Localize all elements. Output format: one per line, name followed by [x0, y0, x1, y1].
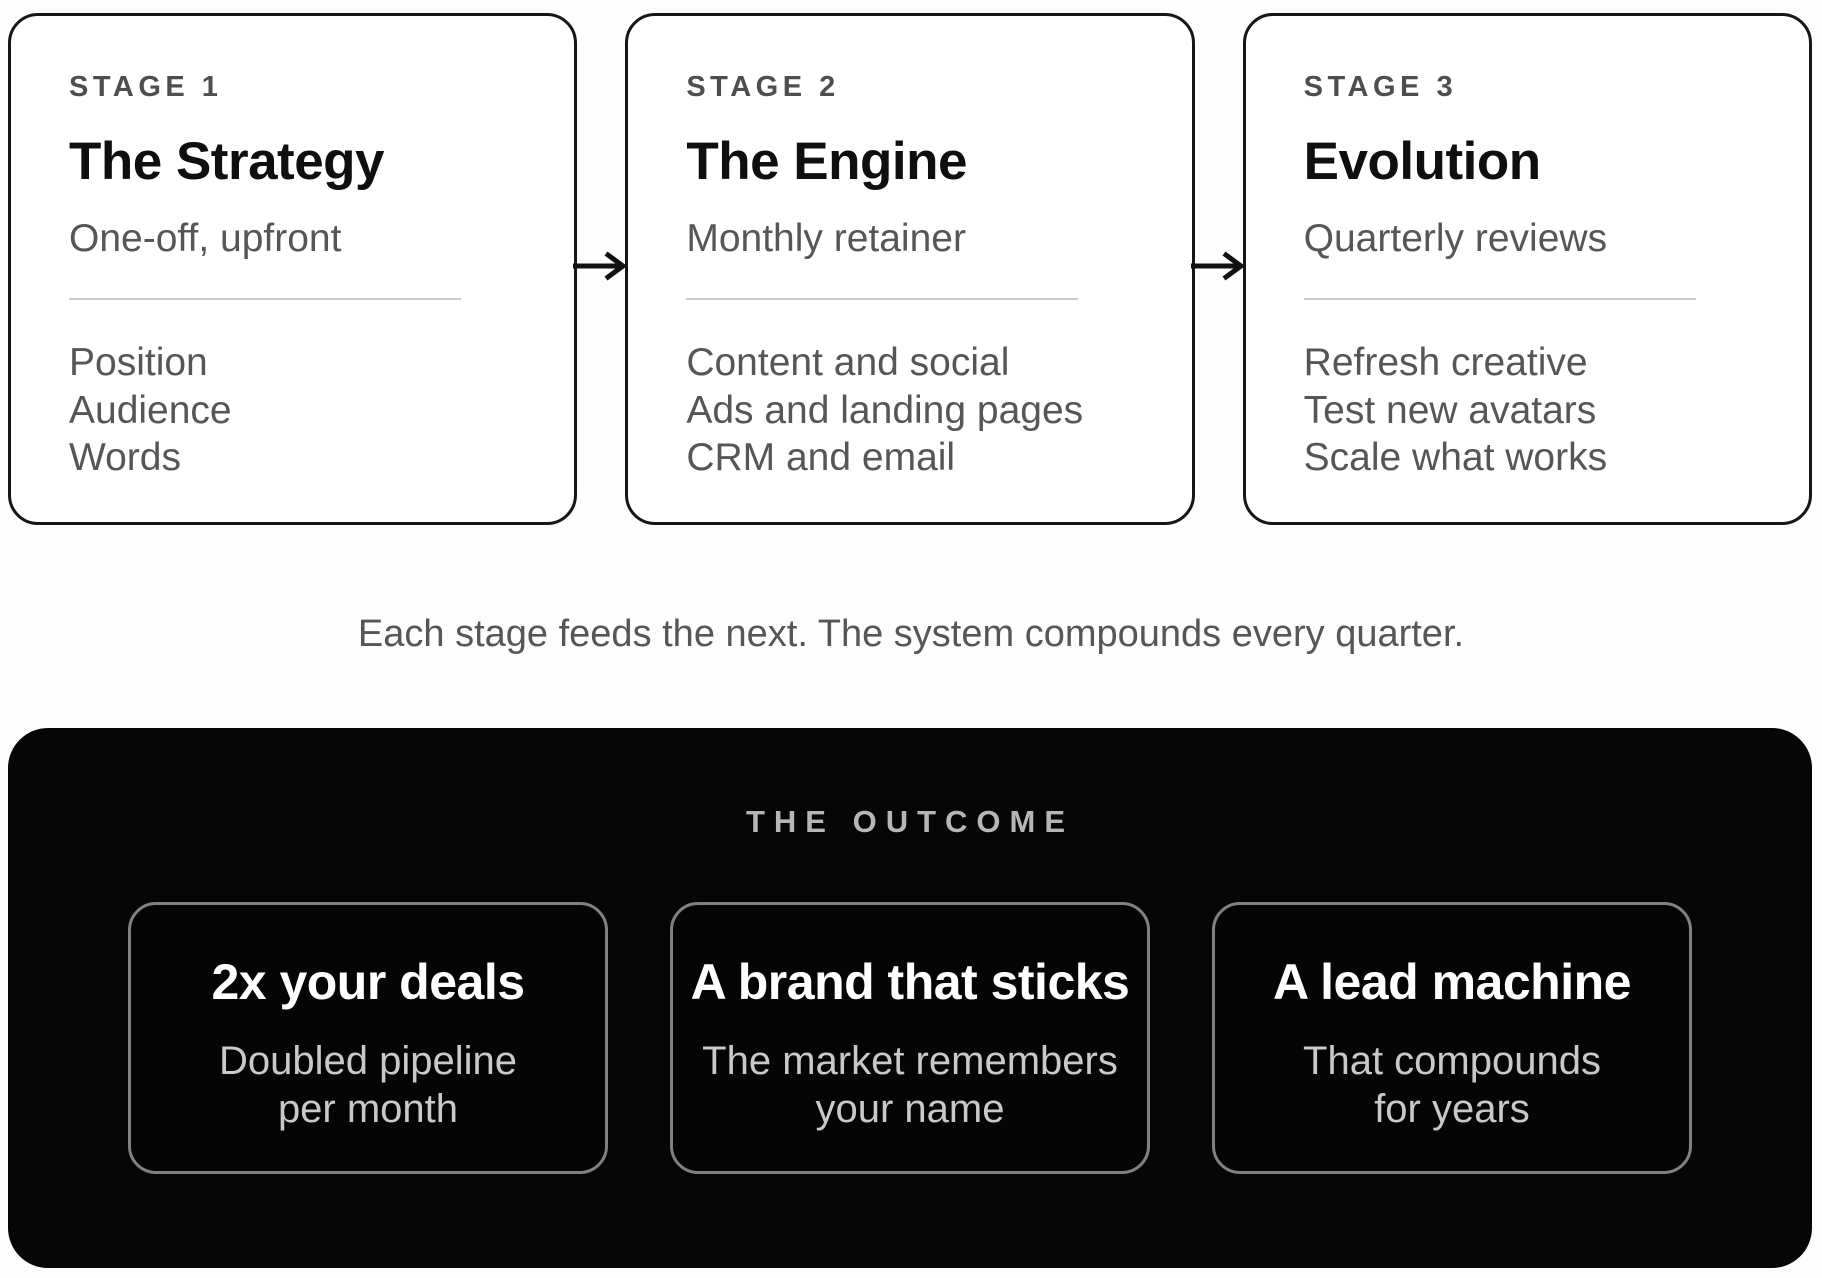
stage-2-subtitle: Monthly retainer — [686, 217, 966, 260]
subtitle-line: That compounds — [1303, 1039, 1601, 1083]
outcome-2-title: A brand that sticks — [690, 954, 1130, 1010]
arrow-right-icon — [1190, 251, 1245, 281]
stage-card-1: STAGE 1 The Strategy One-off, upfront Po… — [8, 13, 578, 525]
outcome-1-title: 2x your deals — [211, 954, 525, 1010]
stage-card-3: STAGE 3 Evolution Quarterly reviews Refr… — [1242, 13, 1812, 525]
stage-card-2: STAGE 2 The Engine Monthly retainer Cont… — [625, 13, 1195, 525]
stage-2-title: The Engine — [686, 132, 967, 191]
flow-arrow-2 — [1190, 13, 1245, 525]
outcome-3-title: A lead machine — [1273, 954, 1631, 1010]
outcome-cards-row: 2x your deals Doubled pipeline per month… — [8, 902, 1812, 1174]
list-item: CRM and email — [686, 436, 956, 480]
list-item: Scale what works — [1303, 436, 1608, 480]
subtitle-line: Doubled pipeline — [218, 1039, 517, 1083]
subtitle-line: your name — [815, 1087, 1005, 1131]
list-item: Refresh creative — [1303, 341, 1588, 384]
list-item: Test new avatars — [1303, 388, 1597, 432]
stage-3-subtitle: Quarterly reviews — [1303, 217, 1608, 260]
subtitle-line: The market remembers — [702, 1039, 1118, 1083]
flow-caption: Each stage feeds the next. The system co… — [357, 613, 1465, 655]
divider — [69, 298, 461, 300]
stage-3-title: Evolution — [1303, 132, 1541, 191]
stage-1-title: The Strategy — [69, 132, 385, 191]
stage-1-subtitle: One-off, upfront — [69, 217, 342, 260]
stage-2-list: Content and social Ads and landing pages… — [686, 339, 1151, 482]
outcome-card-1: 2x your deals Doubled pipeline per month — [128, 902, 608, 1174]
stage-3-list: Refresh creative Test new avatars Scale … — [1304, 339, 1769, 482]
stage-3-label: STAGE 3 — [1303, 71, 1458, 103]
list-item: Content and social — [686, 341, 1010, 384]
stage-cards-row: STAGE 1 The Strategy One-off, upfront Po… — [8, 13, 1812, 525]
stage-1-label: STAGE 1 — [69, 71, 223, 103]
stage-1-list: Position Audience Words — [69, 339, 534, 482]
outcome-1-subtitle: Doubled pipeline per month — [219, 1037, 517, 1133]
list-item: Ads and landing pages — [686, 388, 1084, 432]
list-item: Words — [69, 436, 181, 480]
list-item: Audience — [69, 388, 232, 432]
flow-arrow-1 — [573, 13, 628, 525]
outcome-3-subtitle: That compounds for years — [1303, 1037, 1601, 1133]
outcome-card-2: A brand that sticks The market remembers… — [670, 902, 1150, 1174]
outcome-card-3: A lead machine That compounds for years — [1212, 902, 1692, 1174]
subtitle-line: for years — [1374, 1087, 1530, 1131]
outcome-2-subtitle: The market remembers your name — [702, 1037, 1118, 1133]
list-item: Position — [69, 341, 208, 384]
subtitle-line: per month — [277, 1087, 459, 1131]
outcome-panel: THE OUTCOME 2x your deals Doubled pipeli… — [8, 728, 1812, 1268]
outcome-heading: THE OUTCOME — [745, 804, 1075, 839]
stage-2-label: STAGE 2 — [686, 71, 840, 103]
divider — [1303, 298, 1696, 300]
arrow-right-icon — [573, 251, 628, 281]
divider — [686, 298, 1079, 300]
